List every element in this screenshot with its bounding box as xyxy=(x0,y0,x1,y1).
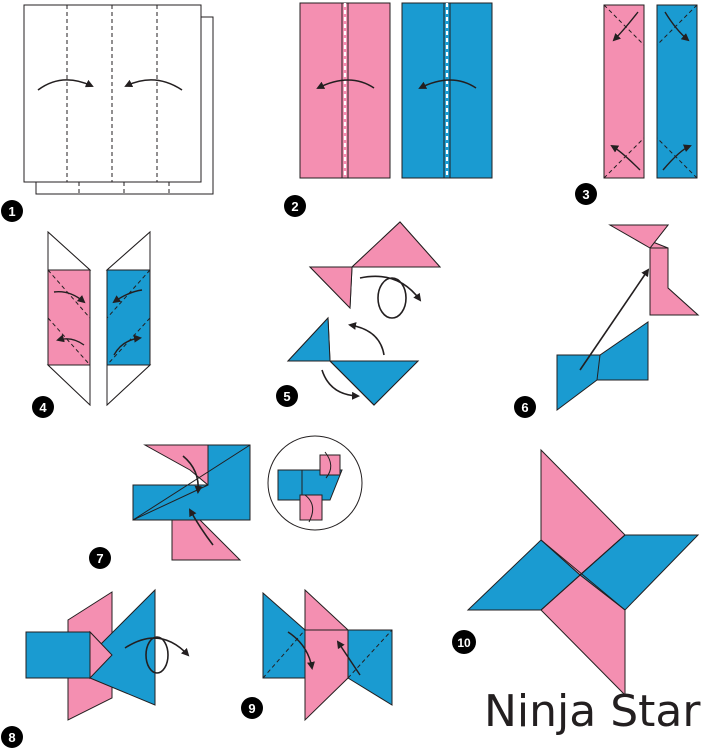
diagram-title: Ninja Star xyxy=(484,686,701,737)
step-number-6: 6 xyxy=(521,400,528,415)
step-badge-2: 2 xyxy=(284,195,306,217)
step-number-1: 1 xyxy=(8,204,15,219)
step-number-2: 2 xyxy=(291,199,298,214)
step-number-8: 8 xyxy=(8,730,15,745)
step-number-10: 10 xyxy=(457,636,471,650)
step-badge-8: 8 xyxy=(1,726,23,748)
step-number-5: 5 xyxy=(283,389,290,404)
step-badge-5: 5 xyxy=(276,385,298,407)
step-badge-6: 6 xyxy=(514,396,536,418)
step-3-figure xyxy=(603,4,698,179)
step-number-4: 4 xyxy=(39,400,47,415)
step-7-figure xyxy=(132,435,363,561)
step-badge-10: 10 xyxy=(452,630,476,654)
step-number-3: 3 xyxy=(582,187,589,202)
step-8-figure xyxy=(25,588,190,721)
step-badge-3: 3 xyxy=(575,183,597,205)
step-2-figure xyxy=(299,2,493,179)
step-badge-7: 7 xyxy=(89,547,111,569)
step-9-figure xyxy=(262,588,393,722)
step-number-9: 9 xyxy=(248,701,255,716)
step-6-figure xyxy=(556,224,700,411)
step-numbers: 1 2 3 4 5 6 7 8 9 10 xyxy=(1,183,597,748)
step-1-figure xyxy=(23,4,214,195)
step-10-figure xyxy=(466,448,700,697)
step-badge-4: 4 xyxy=(32,396,54,418)
step-badge-1: 1 xyxy=(1,200,23,222)
step-4-figure xyxy=(46,230,152,407)
step-number-7: 7 xyxy=(96,551,103,566)
step-badge-9: 9 xyxy=(241,697,263,719)
step-5-figure xyxy=(286,221,442,406)
